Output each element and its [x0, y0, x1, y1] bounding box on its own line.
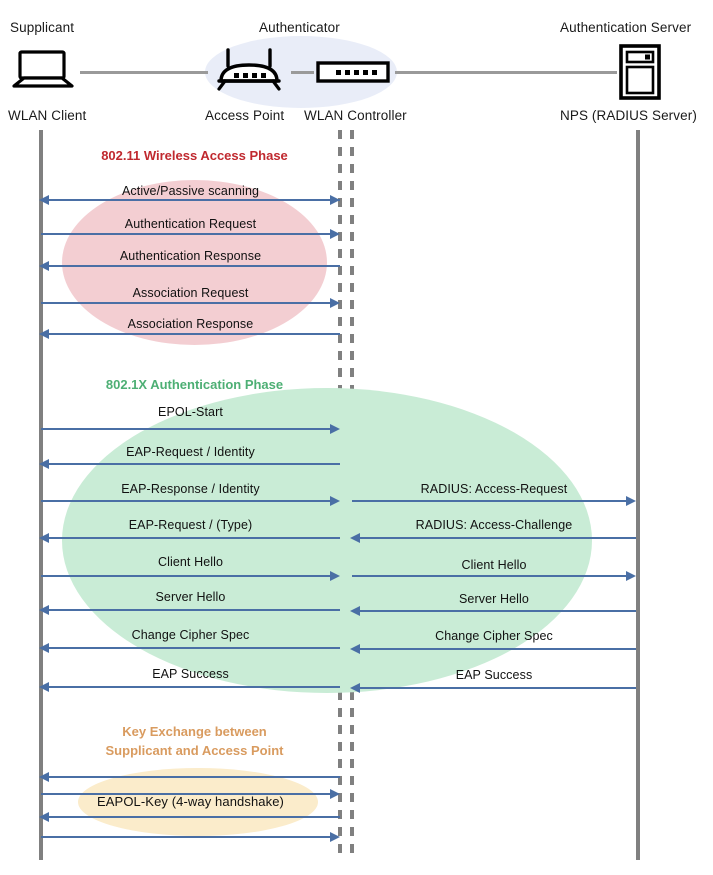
message-label-eapol-key-handshake: EAPOL-Key (4-way handshake) — [97, 794, 284, 809]
phase-caption-key-exchange-line2: Supplicant and Access Point — [105, 743, 284, 758]
message-arrowhead-right — [330, 229, 340, 239]
message-label-authentication-request: Authentication Request — [124, 217, 257, 231]
message-arrowhead-left — [350, 606, 360, 616]
message-arrowhead-right — [330, 424, 340, 434]
access-point-icon — [211, 48, 287, 97]
message-line-eapol-key-4 — [41, 836, 330, 838]
message-label-association-request: Association Request — [132, 286, 249, 300]
message-label-radius-access-request: RADIUS: Access-Request — [420, 482, 568, 496]
message-arrowhead-right — [330, 832, 340, 842]
message-line-eap-success-left — [49, 686, 340, 688]
message-arrowhead-right — [330, 496, 340, 506]
message-arrowhead-right — [330, 298, 340, 308]
message-arrowhead-left — [39, 261, 49, 271]
message-line-association-request — [41, 302, 330, 304]
message-line-association-response — [49, 333, 340, 335]
wire-client-to-ap — [80, 71, 208, 74]
phase-highlight-wireless-access — [62, 180, 327, 345]
message-arrowhead-left — [39, 682, 49, 692]
message-arrowhead-left — [39, 605, 49, 615]
message-line-eap-request-identity — [49, 463, 340, 465]
actor-label-wlan-client: WLAN Client — [8, 108, 87, 123]
phase-highlight-dot1x-authentication — [62, 388, 592, 693]
message-arrowhead-right — [626, 496, 636, 506]
message-arrowhead-left — [350, 644, 360, 654]
message-line-client-hello-left — [41, 575, 330, 577]
actor-title-supplicant: Supplicant — [10, 20, 75, 35]
message-label-client-hello-right: Client Hello — [461, 558, 527, 572]
message-line-eap-success-right — [360, 687, 636, 689]
message-label-eap-response-identity: EAP-Response / Identity — [121, 482, 260, 496]
message-line-eapol-key-1 — [49, 776, 340, 778]
lifeline-supplicant — [39, 130, 43, 860]
message-label-radius-access-challenge: RADIUS: Access-Challenge — [415, 518, 573, 532]
message-label-eap-success-right: EAP Success — [455, 668, 533, 682]
message-line-authentication-request — [41, 233, 330, 235]
message-label-eap-request-identity: EAP-Request / Identity — [126, 445, 255, 459]
message-line-change-cipher-spec-left — [49, 647, 340, 649]
message-line-active-passive-scanning — [49, 199, 340, 201]
message-label-change-cipher-spec-left: Change Cipher Spec — [131, 628, 250, 642]
message-line-server-hello-left — [49, 609, 340, 611]
lifeline-auth-server — [636, 130, 640, 860]
message-arrowhead-left — [39, 195, 49, 205]
wire-ap-to-controller — [291, 71, 314, 74]
phase-highlight-key-exchange — [78, 768, 318, 836]
message-line-eap-request-type — [49, 537, 340, 539]
phase-caption-key-exchange-line1: Key Exchange between — [122, 724, 267, 739]
phase-caption-wireless-access: 802.11 Wireless Access Phase — [101, 148, 288, 163]
message-arrowhead-right — [330, 195, 340, 205]
message-arrowhead-left — [39, 772, 49, 782]
message-label-server-hello-right: Server Hello — [459, 592, 529, 606]
wire-controller-to-server — [395, 71, 617, 74]
phase-caption-dot1x-authentication: 802.1X Authentication Phase — [105, 377, 284, 392]
actor-label-wlan-controller: WLAN Controller — [304, 108, 407, 123]
actor-label-access-point: Access Point — [205, 108, 285, 123]
message-arrowhead-left — [39, 533, 49, 543]
message-line-eapol-key-2 — [41, 793, 330, 795]
message-arrowhead-left — [350, 683, 360, 693]
actor-label-nps-server: NPS (RADIUS Server) — [560, 108, 697, 123]
actor-title-auth-server: Authentication Server — [560, 20, 692, 35]
message-arrowhead-right — [626, 571, 636, 581]
message-label-server-hello-left: Server Hello — [155, 590, 226, 604]
wlan-controller-icon — [316, 61, 390, 88]
message-line-server-hello-right — [360, 610, 636, 612]
message-line-client-hello-right — [352, 575, 626, 577]
message-line-change-cipher-spec-right — [360, 648, 636, 650]
message-label-authentication-response: Authentication Response — [119, 249, 262, 263]
message-label-change-cipher-spec-right: Change Cipher Spec — [435, 629, 553, 643]
message-line-eapol-key-3 — [49, 816, 340, 818]
message-label-epol-start: EPOL-Start — [158, 405, 223, 419]
actor-title-authenticator: Authenticator — [259, 20, 340, 35]
message-label-client-hello-left: Client Hello — [157, 555, 224, 569]
message-arrowhead-left — [350, 533, 360, 543]
message-line-eap-response-identity — [41, 500, 330, 502]
message-arrowhead-left — [39, 812, 49, 822]
message-label-association-response: Association Response — [127, 317, 254, 331]
message-arrowhead-right — [330, 571, 340, 581]
message-line-authentication-response — [49, 265, 340, 267]
message-arrowhead-right — [330, 789, 340, 799]
laptop-icon — [12, 50, 74, 95]
message-line-radius-access-request — [352, 500, 626, 502]
message-label-eap-request-type: EAP-Request / (Type) — [128, 518, 253, 532]
message-arrowhead-left — [39, 643, 49, 653]
message-arrowhead-left — [39, 459, 49, 469]
message-line-epol-start — [41, 428, 330, 430]
message-line-radius-access-challenge — [360, 537, 636, 539]
server-icon — [619, 44, 661, 105]
message-label-eap-success-left: EAP Success — [152, 667, 229, 681]
message-label-active-passive-scanning: Active/Passive scanning — [121, 184, 260, 198]
message-arrowhead-left — [39, 329, 49, 339]
